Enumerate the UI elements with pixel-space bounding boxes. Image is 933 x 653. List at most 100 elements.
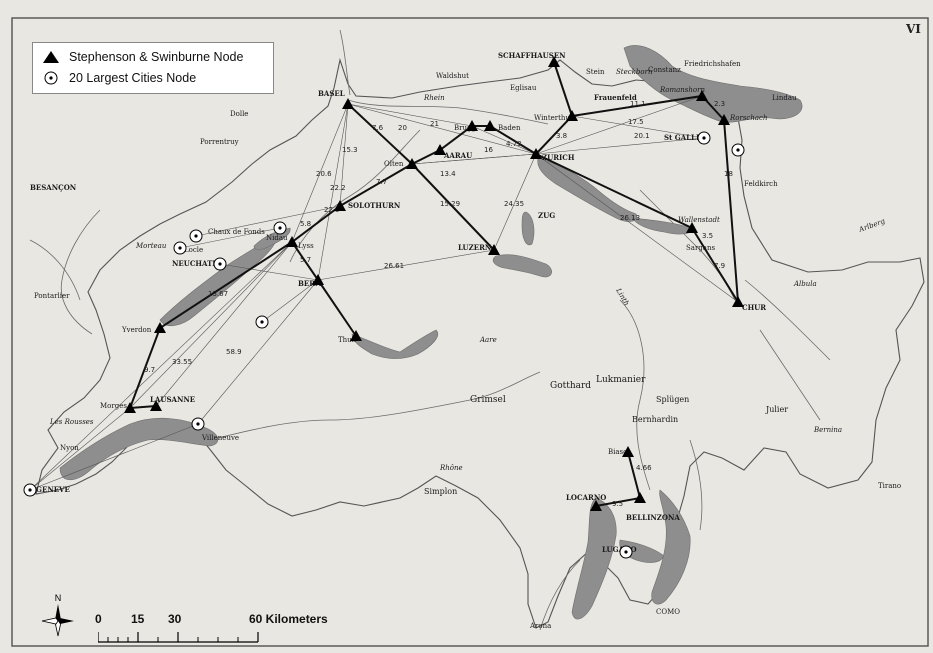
place-label: NEUCHATEL <box>172 259 223 268</box>
stephenson-node-triangle-icon <box>634 492 646 503</box>
place-label: Winterthur <box>534 114 574 122</box>
link-label: 20.1 <box>634 132 650 140</box>
link-label: 13.4 <box>440 170 456 178</box>
place-label: Albula <box>793 280 817 288</box>
link-label: 26.13 <box>620 214 640 222</box>
stephenson-node-triangle-icon <box>466 120 478 131</box>
legend-node-label: Stephenson & Swinburne Node <box>69 50 244 64</box>
stephenson-node-triangle-icon <box>124 402 136 413</box>
stephenson-node-triangle-icon <box>732 296 744 307</box>
place-label: Pontarlier <box>34 292 70 300</box>
link-label: 5.7 <box>300 256 311 264</box>
link-label: 26.61 <box>384 262 404 270</box>
city-node-circle-icon <box>213 257 227 271</box>
link-label: 5.8 <box>300 220 311 228</box>
place-label: St GALLEN <box>664 133 708 142</box>
link-distance-labels: 7.6 20 21 16 4.73 3.8 11.1 17.5 20.1 2.3… <box>144 100 733 508</box>
place-label: Arona <box>529 622 551 630</box>
stephenson-node-triangle-icon <box>406 158 418 169</box>
link-label: 22.5 <box>324 206 340 214</box>
place-label: Sargans <box>686 244 715 252</box>
triangle-node-icon <box>43 51 59 63</box>
stephenson-node-triangle-icon <box>718 114 730 125</box>
place-label: Eglisau <box>510 84 537 92</box>
place-label: Yverdon <box>121 326 152 334</box>
place-label: Julier <box>765 405 788 414</box>
link-label: 3.8 <box>556 132 567 140</box>
stephenson-nodes <box>124 56 744 511</box>
place-label: Bernhardin <box>632 415 678 424</box>
lake-geneva <box>59 417 219 481</box>
place-label: Steckborn <box>616 68 653 76</box>
map-legend: Stephenson & Swinburne Node 20 Largest C… <box>32 42 274 94</box>
city-node-circle-icon <box>23 483 37 497</box>
stephenson-node-triangle-icon <box>566 110 578 121</box>
place-label: Lukmanier <box>596 375 646 385</box>
place-label: Tirano <box>878 482 901 490</box>
place-label: BERN <box>298 279 322 288</box>
city-node-circle-icon <box>731 143 745 157</box>
place-label: Baden <box>498 124 521 132</box>
place-label: Villeneuve <box>201 434 239 442</box>
place-label: Lindau <box>772 94 797 102</box>
place-label: Splügen <box>656 395 689 404</box>
stephenson-node-triangle-icon <box>622 446 634 457</box>
place-label: COMO <box>656 608 680 616</box>
place-label: Feldkirch <box>744 180 778 188</box>
legend-row-city: 20 Largest Cities Node <box>41 69 196 87</box>
stephenson-node-triangle-icon <box>548 56 560 67</box>
link-label: 15.3 <box>342 146 358 154</box>
link-label: 20.6 <box>316 170 332 178</box>
place-label: Les Rousses <box>49 418 94 426</box>
link-label: 20 <box>398 124 407 132</box>
place-label: Chaux de Fonds <box>208 228 265 236</box>
scale-tick-0: 0 <box>95 612 102 626</box>
lake-thun <box>351 329 438 359</box>
link-label: 4.73 <box>506 140 522 148</box>
place-label: Lyss <box>298 242 314 250</box>
place-label: Frauenfeld <box>594 93 637 102</box>
place-label: LOCARNO <box>566 493 606 502</box>
stephenson-node-triangle-icon <box>350 330 362 341</box>
place-label: Nidau <box>266 234 288 242</box>
stephenson-node-triangle-icon <box>590 500 602 511</box>
link-label: 24.35 <box>504 200 524 208</box>
circle-dot-city-icon <box>44 71 58 85</box>
lake-walen <box>631 217 693 235</box>
city-node-circle-icon <box>697 131 711 145</box>
place-label: Gotthard <box>550 381 591 391</box>
link-label: 33.55 <box>172 358 192 366</box>
place-label: LUZERN <box>458 243 492 252</box>
place-label: Morges <box>100 402 127 410</box>
scale-tick-15: 15 <box>131 612 145 626</box>
place-label: Simplon <box>424 487 457 496</box>
stephenson-node-triangle-icon <box>686 222 698 233</box>
stephenson-node-triangle-icon <box>484 120 496 131</box>
stephenson-node-triangle-icon <box>150 400 162 411</box>
place-label: ZUG <box>538 211 555 220</box>
place-label: Dolle <box>230 110 248 118</box>
stephenson-node-triangle-icon <box>342 98 354 109</box>
link-label: 15.29 <box>440 200 460 208</box>
place-label: Thun <box>338 336 357 344</box>
lake-zurich <box>537 157 638 222</box>
place-label: LUGANO <box>602 545 637 554</box>
link-label: 21 <box>430 120 439 128</box>
link-label: 9.5 <box>612 500 623 508</box>
place-label: Olten <box>384 160 404 168</box>
scale-tick-60: 60 Kilometers <box>249 612 328 626</box>
link-label: 4.66 <box>636 464 652 472</box>
link-label: 3.5 <box>702 232 713 240</box>
north-label: N <box>55 593 62 603</box>
place-label: Morteau <box>135 242 167 250</box>
city-node-circle-icon <box>619 545 633 559</box>
link-label: 7.9 <box>714 262 725 270</box>
place-label: Brugg <box>454 124 476 132</box>
lake-zug <box>521 211 535 246</box>
place-label: Rorschach <box>729 114 767 122</box>
city-node-circle-icon <box>191 417 205 431</box>
link-label: 7.7 <box>376 178 387 186</box>
link-label: 2.3 <box>714 100 725 108</box>
place-label: Waldshut <box>436 72 469 80</box>
